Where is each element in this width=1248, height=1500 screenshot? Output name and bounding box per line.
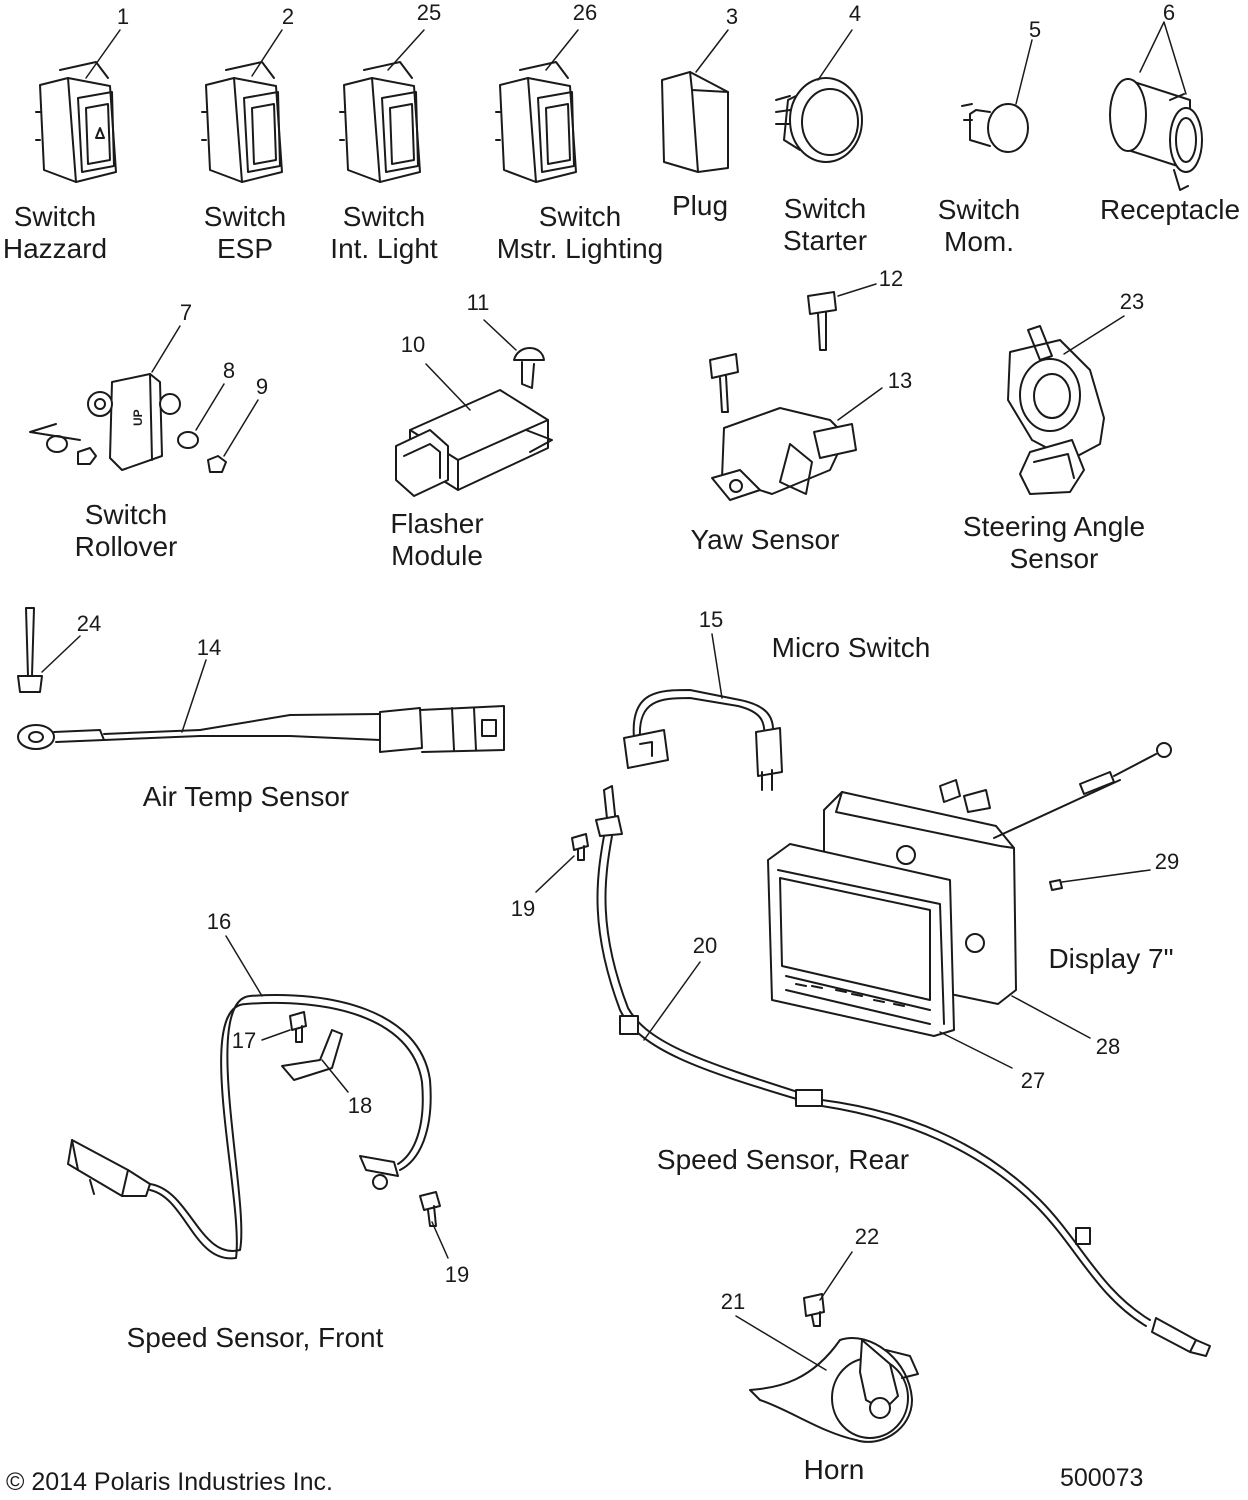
speed-sensor-front-part — [67, 994, 441, 1260]
callout-21: 21 — [720, 1289, 746, 1314]
switch-hazzard-part — [35, 61, 117, 183]
label-display: Display 7" — [1048, 943, 1174, 974]
callout-17: 17 — [231, 1028, 257, 1053]
label-yaw-sensor: Yaw Sensor — [690, 524, 840, 555]
flasher-module-part — [395, 347, 553, 497]
callout-14: 14 — [196, 635, 222, 660]
switch-rollover-part — [29, 373, 227, 473]
callout-11: 11 — [466, 290, 490, 315]
callout-26: 26 — [572, 0, 598, 25]
callout-4: 4 — [848, 1, 862, 26]
callout-15: 15 — [698, 607, 724, 632]
callout-7: 7 — [179, 300, 193, 325]
callout-12: 12 — [878, 266, 904, 291]
receptacle-part — [1109, 78, 1203, 191]
callout-24: 24 — [76, 611, 102, 636]
callout-27: 27 — [1020, 1068, 1046, 1093]
callout-19-front: 19 — [444, 1262, 470, 1287]
callout-29: 29 — [1154, 849, 1180, 874]
label-micro-switch: Micro Switch — [771, 632, 931, 663]
horn-part — [749, 1293, 919, 1443]
callout-10: 10 — [400, 332, 426, 357]
callout-25: 25 — [416, 0, 442, 25]
callout-5: 5 — [1028, 17, 1042, 42]
label-speed-sensor-front: Speed Sensor, Front — [126, 1322, 384, 1353]
switch-int-light-part — [339, 61, 421, 183]
drawing-number: 500073 — [1060, 1464, 1144, 1492]
label-receptacle: Receptacle — [1099, 194, 1241, 225]
label-horn: Horn — [803, 1454, 865, 1485]
callout-1: 1 — [116, 4, 130, 29]
micro-switch-part — [623, 689, 783, 791]
switch-mom-part — [961, 103, 1029, 153]
callout-9: 9 — [255, 374, 269, 399]
callout-28: 28 — [1095, 1034, 1121, 1059]
copyright-notice: © 2014 Polaris Industries Inc. — [6, 1468, 333, 1496]
callout-6: 6 — [1162, 0, 1176, 25]
callout-8: 8 — [222, 358, 236, 383]
callout-19-rear: 19 — [510, 896, 536, 921]
display-part — [767, 742, 1172, 1037]
label-air-temp-sensor: Air Temp Sensor — [142, 781, 350, 812]
callout-20: 20 — [692, 933, 718, 958]
rollover-up-marking: UP — [131, 409, 145, 426]
callout-22: 22 — [854, 1224, 880, 1249]
callout-18: 18 — [347, 1093, 373, 1118]
label-speed-sensor-rear: Speed Sensor, Rear — [656, 1144, 910, 1175]
switch-starter-part — [775, 77, 863, 163]
label-plug: Plug — [671, 190, 729, 221]
callout-13: 13 — [887, 368, 913, 393]
leader-lines — [41, 21, 1187, 1371]
callout-3: 3 — [725, 4, 739, 29]
air-temp-sensor-part — [17, 705, 505, 753]
switch-mstr-lighting-part — [495, 61, 577, 183]
plug-part — [661, 71, 729, 173]
callout-16: 16 — [206, 909, 232, 934]
yaw-sensor-part — [709, 291, 857, 501]
rivet-part — [17, 607, 43, 693]
speed-sensor-rear-part — [595, 785, 1211, 1357]
callout-23: 23 — [1119, 289, 1145, 314]
switch-esp-part — [201, 61, 283, 183]
bolt-rear-part — [571, 833, 589, 861]
steering-angle-sensor-part — [1007, 325, 1105, 495]
callout-2: 2 — [281, 4, 295, 29]
